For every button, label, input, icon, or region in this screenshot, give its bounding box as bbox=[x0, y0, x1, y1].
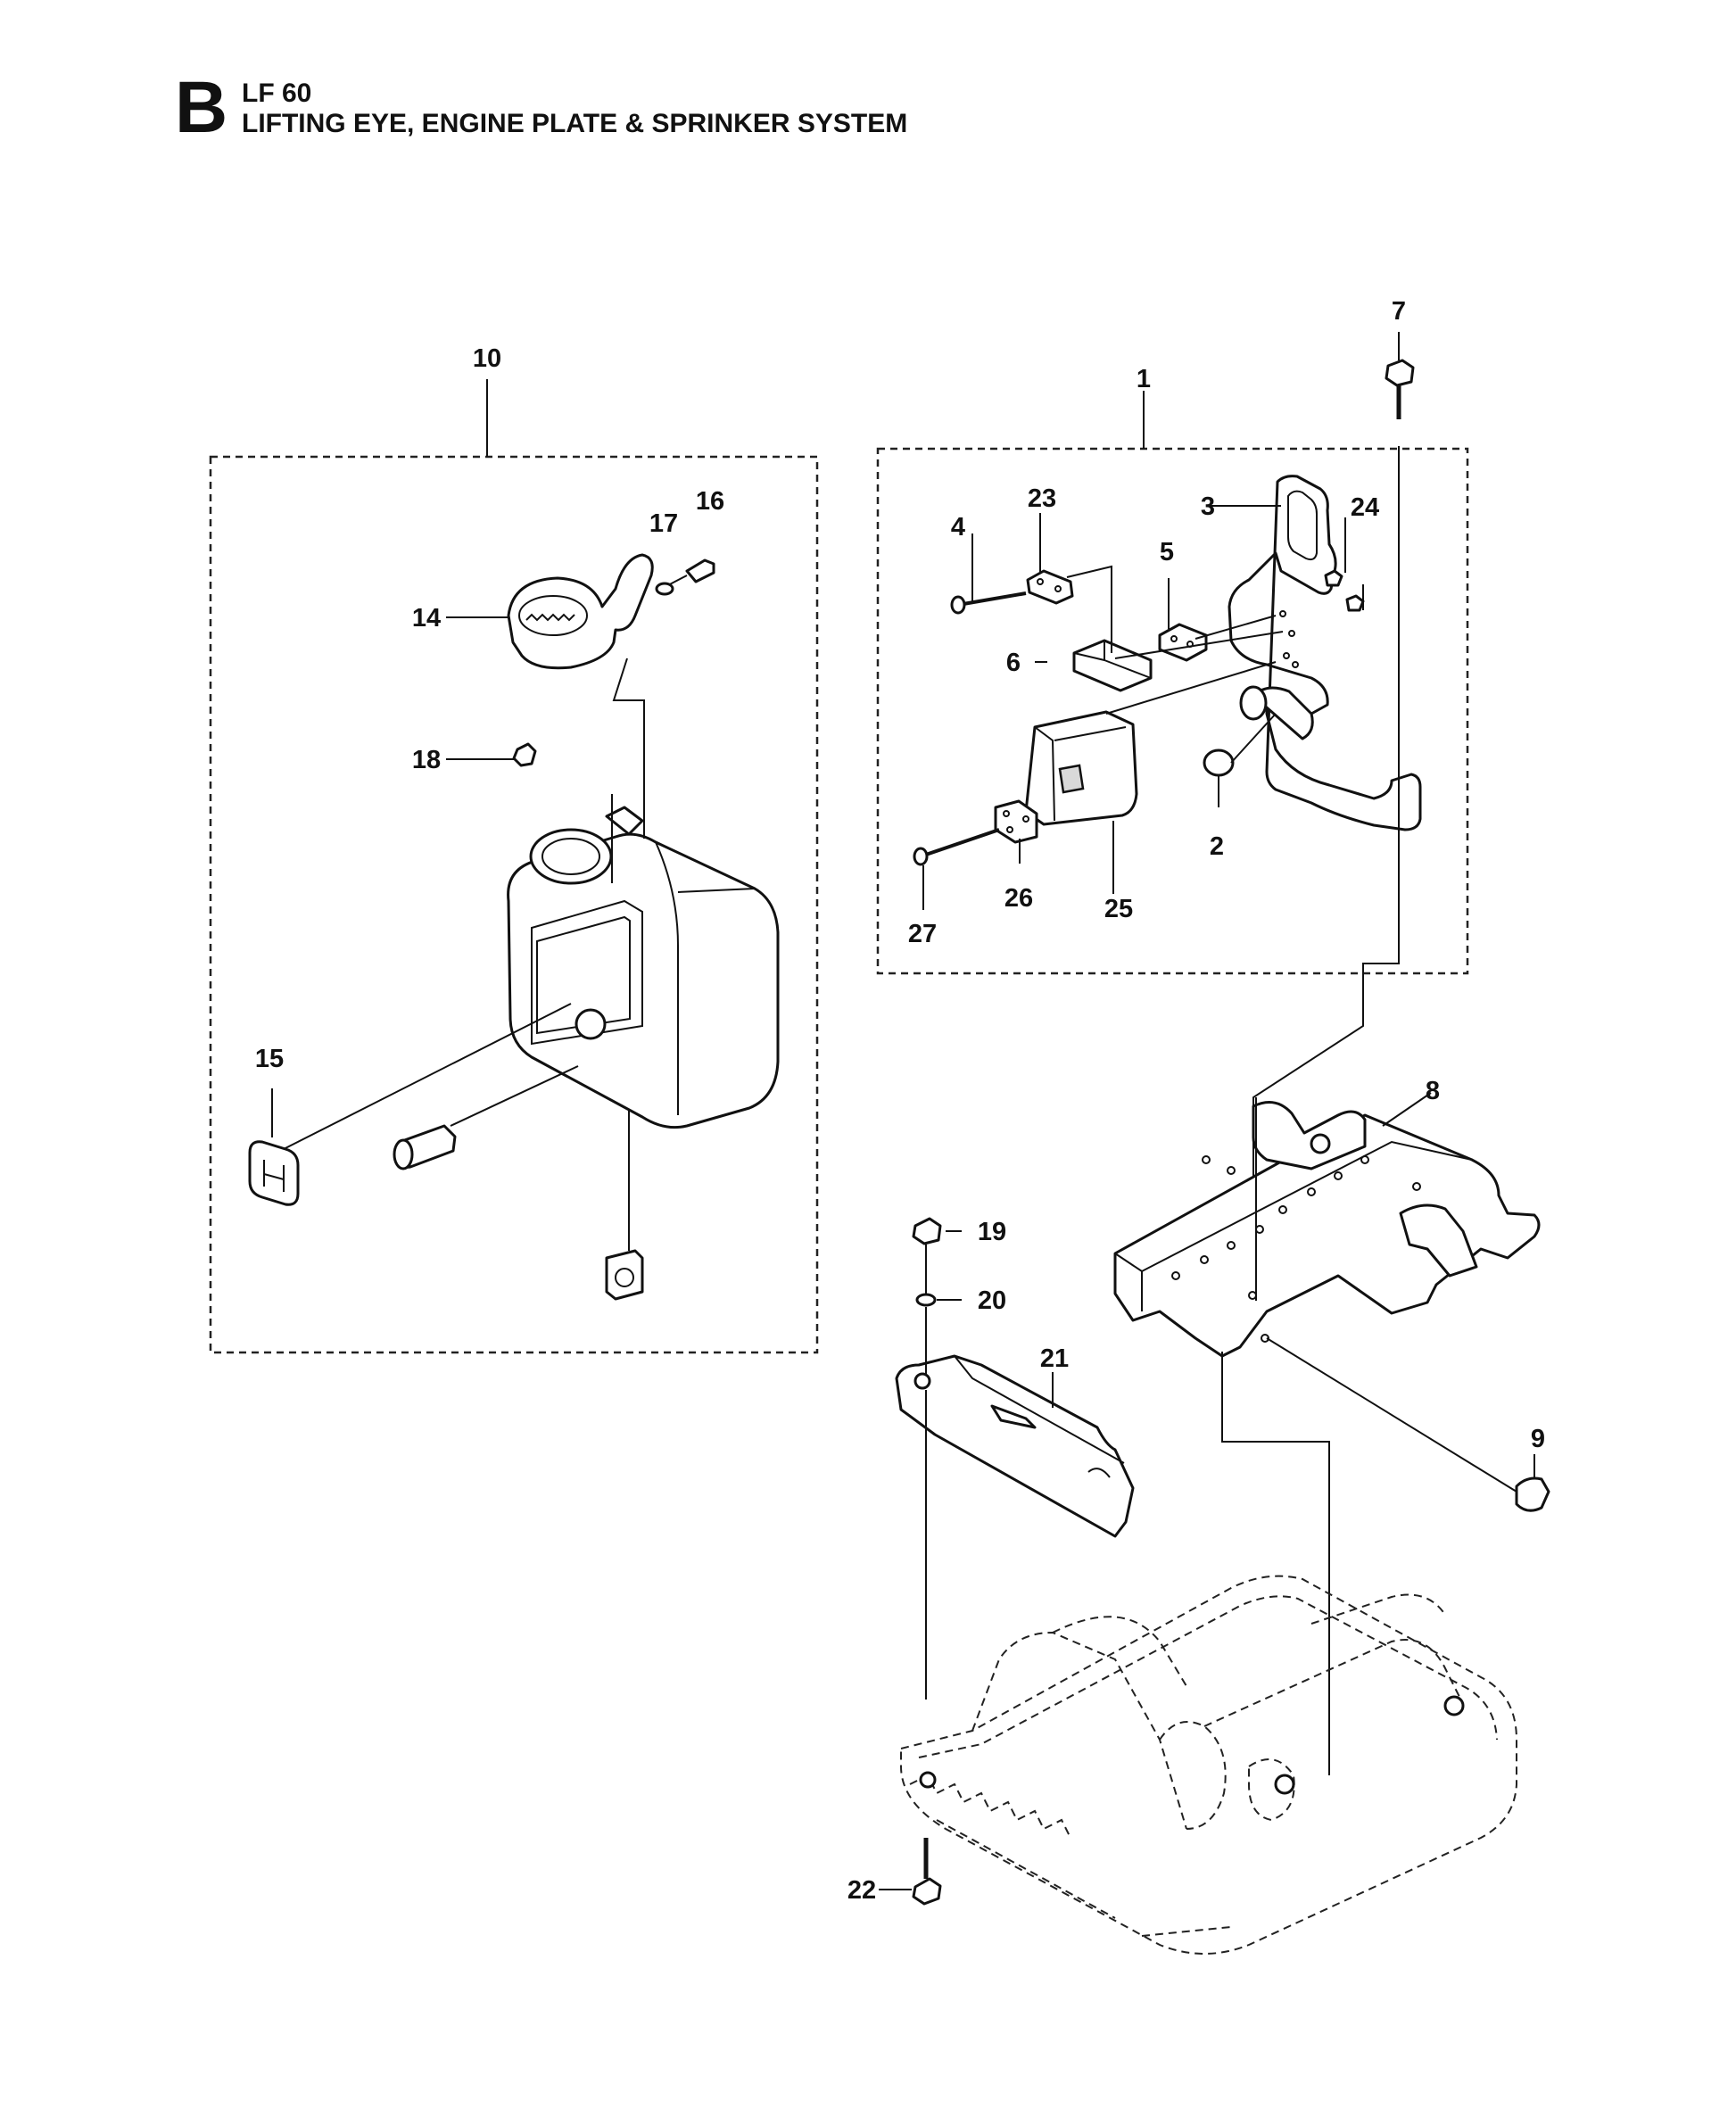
water-tank bbox=[507, 806, 780, 1129]
section-letter: B bbox=[175, 67, 228, 148]
callout-19: 19 bbox=[978, 1218, 1006, 1246]
bolt-7 bbox=[1385, 359, 1415, 419]
callout-22: 22 bbox=[847, 1876, 876, 1905]
nut-19 bbox=[912, 1217, 942, 1245]
callout-25: 25 bbox=[1104, 895, 1133, 923]
callout-3: 3 bbox=[1201, 492, 1215, 521]
callout-18: 18 bbox=[412, 746, 441, 774]
block-6 bbox=[1072, 639, 1153, 692]
drain-plug bbox=[393, 1124, 457, 1170]
nut-18 bbox=[512, 742, 537, 767]
group-box-1 bbox=[876, 447, 1469, 975]
callout-27: 27 bbox=[908, 920, 937, 948]
callout-21: 21 bbox=[1040, 1344, 1069, 1373]
callout-6: 6 bbox=[1006, 649, 1021, 677]
block-23 bbox=[1026, 569, 1074, 605]
diagram-title: LIFTING EYE, ENGINE PLATE & SPRINKER SYS… bbox=[242, 109, 908, 138]
engine-plate-8 bbox=[1113, 1101, 1541, 1358]
nut-24b bbox=[1345, 594, 1365, 612]
screw-16 bbox=[664, 558, 715, 588]
nut-24 bbox=[1324, 569, 1343, 587]
callout-10: 10 bbox=[473, 344, 501, 373]
model-name: LF 60 bbox=[242, 79, 312, 108]
callout-26: 26 bbox=[1004, 884, 1033, 913]
bolt-22 bbox=[912, 1838, 942, 1906]
callout-23: 23 bbox=[1028, 484, 1056, 513]
bracket-21 bbox=[895, 1354, 1135, 1538]
callout-8: 8 bbox=[1426, 1077, 1440, 1105]
callout-24: 24 bbox=[1351, 493, 1379, 522]
tank-cap bbox=[507, 553, 654, 670]
nut-9 bbox=[1515, 1476, 1550, 1512]
bumper-25 bbox=[1024, 710, 1138, 826]
callout-14: 14 bbox=[412, 604, 441, 633]
callout-5: 5 bbox=[1160, 538, 1174, 567]
callout-9: 9 bbox=[1531, 1425, 1545, 1453]
tank-clip bbox=[605, 1249, 644, 1301]
block-5 bbox=[1158, 623, 1208, 662]
base-plate-ghost bbox=[900, 1575, 1517, 1955]
bolt-4 bbox=[950, 591, 1027, 615]
callout-4: 4 bbox=[951, 513, 965, 542]
group-box-10 bbox=[209, 455, 819, 1354]
callout-16: 16 bbox=[696, 487, 724, 516]
callout-20: 20 bbox=[978, 1286, 1006, 1315]
callout-15: 15 bbox=[255, 1045, 284, 1073]
washer-20 bbox=[915, 1293, 937, 1307]
callout-2: 2 bbox=[1210, 832, 1224, 861]
lifting-eye-3 bbox=[1228, 475, 1422, 831]
callout-7: 7 bbox=[1392, 297, 1406, 326]
decal-15 bbox=[248, 1140, 300, 1206]
washer-17 bbox=[655, 582, 674, 596]
callout-1: 1 bbox=[1137, 365, 1151, 393]
callout-17: 17 bbox=[649, 509, 678, 538]
bolt-27 bbox=[913, 828, 1000, 866]
cap-2 bbox=[1203, 748, 1235, 777]
